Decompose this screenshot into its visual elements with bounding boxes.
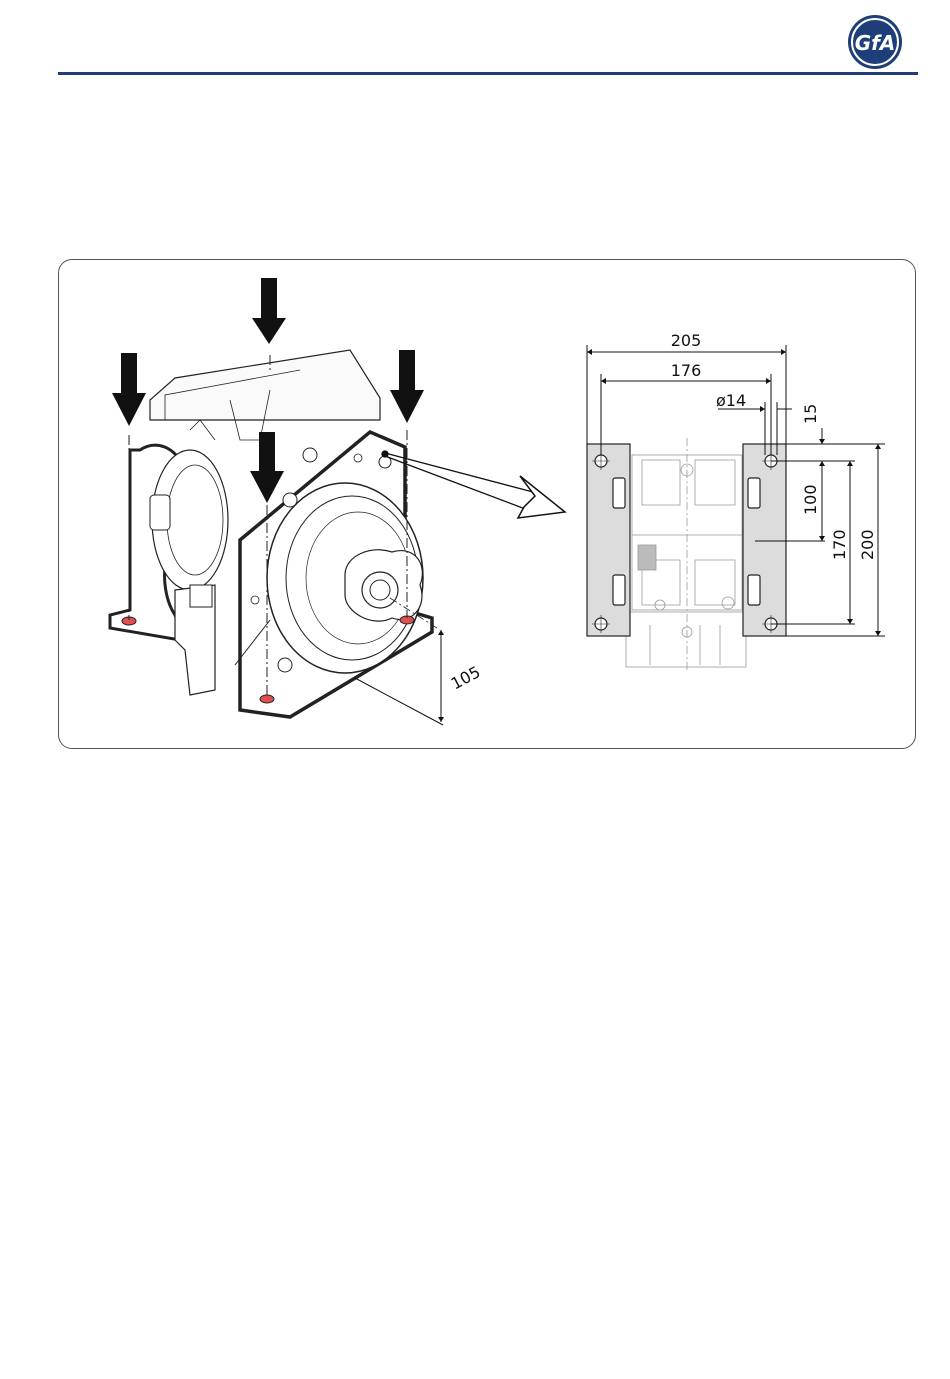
arrow-down-icon — [112, 353, 146, 426]
arrow-down-icon — [250, 432, 284, 503]
dim-shaft-height: 105 — [448, 662, 484, 693]
mounting-plates — [587, 444, 786, 636]
arrow-down-icon — [252, 278, 286, 344]
arrow-down-icon — [390, 350, 424, 423]
dim-top-offset: 15 — [801, 404, 820, 424]
dim-hole-spacing-short: 100 — [801, 484, 820, 515]
drive-unit-illustration — [110, 350, 440, 717]
dim-hole-diameter: ø14 — [716, 391, 746, 410]
left-mounting-plate — [587, 444, 630, 636]
dim-width-outer: 205 — [671, 331, 702, 350]
dim-hole-spacing: 170 — [830, 529, 849, 560]
dim-width-inner: 176 — [671, 361, 702, 380]
right-mounting-plate — [743, 444, 786, 636]
detail-pointer — [382, 451, 565, 518]
dim-plate-height: 200 — [858, 529, 877, 560]
plan-view — [626, 438, 746, 670]
